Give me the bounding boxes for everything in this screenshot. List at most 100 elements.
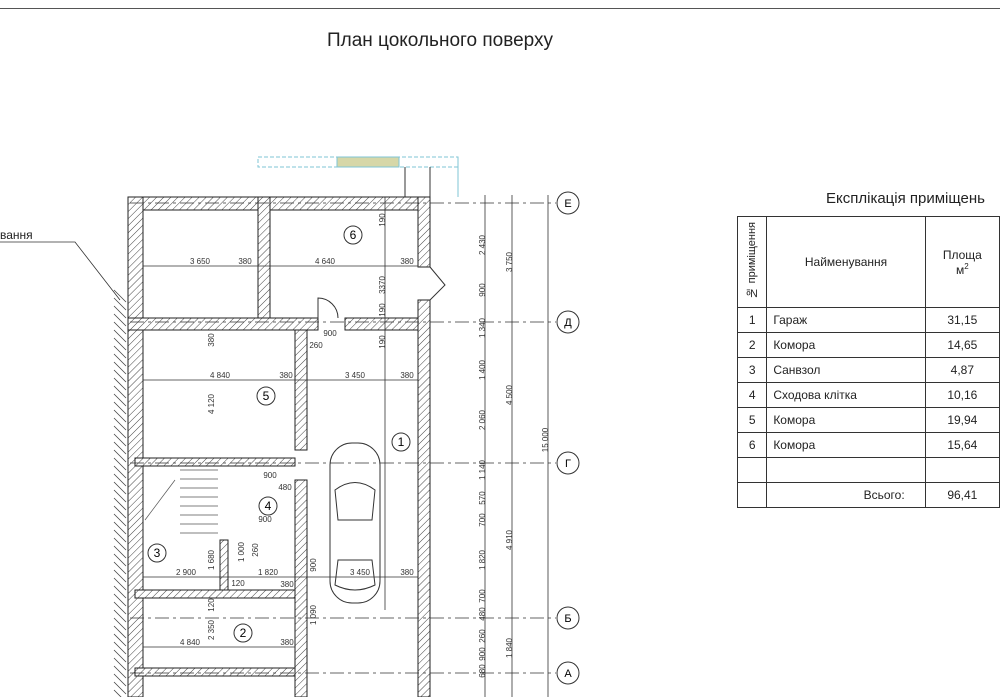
axis-marker — [556, 191, 580, 215]
wall — [294, 329, 308, 451]
dimension-label: 1 140 — [478, 459, 487, 480]
soil-hatch-line — [113, 633, 127, 647]
door-swing — [429, 266, 446, 301]
dimension-label: 1 840 — [505, 637, 514, 658]
soil-hatch-line — [113, 473, 127, 487]
dimension-label: 900 — [258, 515, 272, 524]
cell-area: 19,94 — [924, 407, 1000, 433]
explication-title: Експлікація приміщень — [826, 190, 985, 207]
dimension-label: 1 820 — [258, 568, 279, 577]
axis-label: А — [564, 668, 572, 680]
dimension-label: 1 090 — [309, 604, 318, 625]
soil-hatch-line — [113, 393, 127, 407]
soil-hatch-line — [113, 513, 127, 527]
dimension-label: 1 340 — [478, 317, 487, 338]
soil-hatch-line — [113, 369, 127, 383]
empty-cell — [924, 457, 1000, 483]
room-number-marker — [391, 432, 411, 452]
dimension-label: 380 — [279, 371, 293, 380]
soil-hatch-line — [113, 641, 127, 655]
cell-area: 31,15 — [924, 307, 1000, 333]
dimension-label: 1 820 — [478, 549, 487, 570]
room-number-marker — [256, 386, 276, 406]
soil-hatch-line — [113, 457, 127, 471]
dimension-label: 4 840 — [210, 371, 231, 380]
soil-hatch-line — [113, 545, 127, 559]
header-num: № приміщення — [746, 222, 759, 299]
porch — [257, 156, 459, 197]
soil-hatch-line — [113, 537, 127, 551]
soil-hatch-line — [113, 657, 127, 671]
dimension-label: 380 — [400, 257, 414, 266]
cell-num: 5 — [736, 407, 768, 433]
wall — [417, 299, 431, 697]
room-number-marker — [343, 225, 363, 245]
dimension-label: 4 840 — [180, 638, 201, 647]
cell-area: 14,65 — [924, 332, 1000, 358]
dimension-label: 4 640 — [315, 257, 336, 266]
room-number: 5 — [263, 389, 270, 403]
header-name: Найменування — [766, 216, 926, 308]
room-number-marker — [147, 543, 167, 563]
room-number: 6 — [350, 228, 357, 242]
dimension-label: 3 750 — [505, 251, 514, 272]
dimension-label: 120 — [231, 579, 245, 588]
soil-hatch-line — [113, 385, 127, 399]
wall — [127, 196, 144, 697]
wall — [294, 479, 308, 697]
dimension-label: 3 450 — [350, 568, 371, 577]
soil-hatch-line — [113, 305, 127, 319]
wall — [417, 196, 431, 268]
cell-area: 4,87 — [924, 357, 1000, 383]
wall — [257, 196, 271, 331]
axis-label: Е — [564, 198, 571, 210]
dimension-label: 190 — [378, 213, 387, 227]
axis-label: Д — [564, 317, 572, 329]
dimension-label: 15 000 — [541, 427, 550, 452]
dimension-label: 570 — [478, 491, 487, 505]
drawing-title: План цокольного поверху — [326, 30, 554, 51]
dimension-label: 380 — [280, 580, 294, 589]
soil-hatch-line — [113, 577, 127, 591]
dimension-label: 900 — [478, 647, 487, 661]
soil-hatch-line — [113, 337, 127, 351]
dimension-label: 260 — [309, 341, 323, 350]
wall — [344, 317, 431, 331]
stair-arrow — [144, 479, 176, 521]
cell-num: 2 — [736, 332, 768, 358]
soil-hatch-line — [113, 553, 127, 567]
soil-hatch-line — [113, 689, 122, 697]
dimension-label: 680 — [478, 664, 487, 678]
soil-hatch-line — [113, 569, 127, 583]
cell-name: Сходова клітка — [766, 382, 926, 408]
cell-name: Комора — [766, 432, 926, 458]
soil-hatch-line — [113, 361, 127, 375]
header-num-cell: № приміщення — [736, 216, 768, 308]
axis-marker — [556, 606, 580, 630]
soil-hatch-line — [113, 289, 127, 303]
stairs — [144, 469, 218, 534]
wall — [134, 667, 296, 677]
soil-hatch-line — [113, 497, 127, 511]
total-value: 96,41 — [924, 482, 1000, 508]
cell-num: 3 — [736, 357, 768, 383]
soil-hatch-line — [113, 417, 127, 431]
soil-hatch-line — [113, 425, 127, 439]
soil-hatch-line — [113, 353, 127, 367]
soil-hatch-line — [113, 593, 127, 607]
total-label: Всього: — [766, 482, 926, 508]
dimension-label: 380 — [238, 257, 252, 266]
cell-name: Гараж — [766, 307, 926, 333]
dimension-label: 380 — [400, 371, 414, 380]
soil-hatch-line — [113, 585, 127, 599]
cell-area: 10,16 — [924, 382, 1000, 408]
